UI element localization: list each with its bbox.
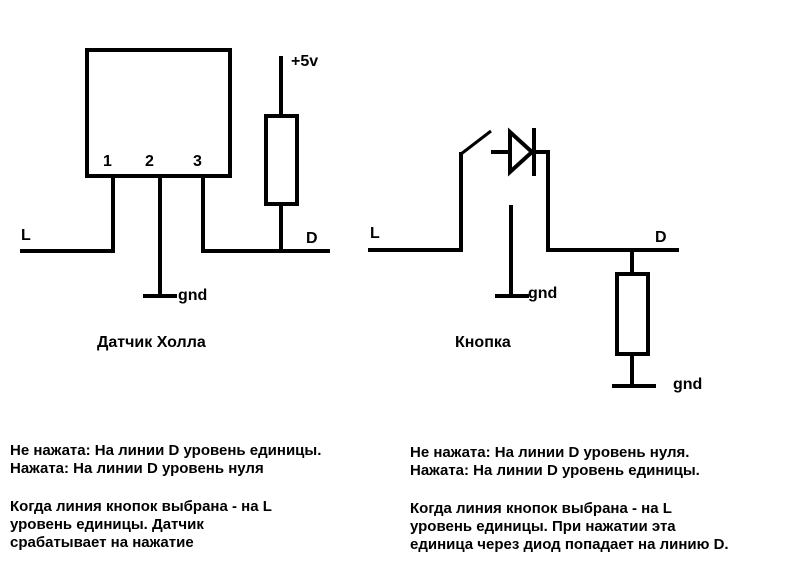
hall-text-line-2: Нажата: На линии D уровень нуля [10, 460, 264, 477]
hall-d-wire [201, 174, 330, 253]
button-l-wire [368, 152, 463, 252]
hall-caption: Датчик Холла [97, 334, 206, 351]
button-pulldown-resistor [615, 272, 650, 356]
diode-symbol [508, 127, 535, 177]
button-caption: Кнопка [455, 334, 511, 351]
switch-contact-lever [460, 129, 492, 156]
button-text-line-1: Не нажата: На линии D уровень нуля. [410, 444, 690, 461]
hall-text-line-3: Когда линия кнопок выбрана - на L [10, 498, 272, 515]
button-text-line-4: уровень единицы. При нажатии эта [410, 518, 676, 535]
hall-text-line-4: уровень единицы. Датчик [10, 516, 204, 533]
button-gnd-label-left: gnd [528, 285, 557, 302]
button-gnd-label-right: gnd [673, 376, 702, 393]
hall-description: Не нажата: На линии D уровень единицы. Н… [10, 442, 321, 552]
hall-l-label: L [21, 227, 31, 244]
hall-l-wire [20, 174, 115, 253]
hall-d-label: D [306, 230, 318, 247]
hall-gnd-label: gnd [178, 287, 207, 304]
hall-pullup-resistor [264, 114, 299, 206]
button-text-line-2: Нажата: На линии D уровень единицы. [410, 462, 700, 479]
button-text-line-5: единица через диод попадает на линию D. [410, 536, 729, 553]
hall-text-line-1: Не нажата: На линии D уровень единицы. [10, 442, 322, 459]
hall-pin-1-label: 1 [103, 153, 112, 170]
button-description: Не нажата: На линии D уровень нуля. Нажа… [410, 444, 729, 554]
button-l-label: L [370, 225, 380, 242]
button-circuit: L D gnd gnd Кнопка [368, 127, 702, 393]
hall-pin-3-label: 3 [193, 153, 202, 170]
hall-sensor-circuit: 1 2 3 +5v L D gnd Датчик Холла [20, 48, 330, 351]
button-d-label: D [655, 229, 667, 246]
button-text-line-3: Когда линия кнопок выбрана - на L [410, 500, 672, 517]
hall-supply-label: +5v [291, 53, 318, 70]
hall-pin-2-label: 2 [145, 153, 154, 170]
hall-text-line-5: срабатывает на нажатие [10, 534, 194, 551]
